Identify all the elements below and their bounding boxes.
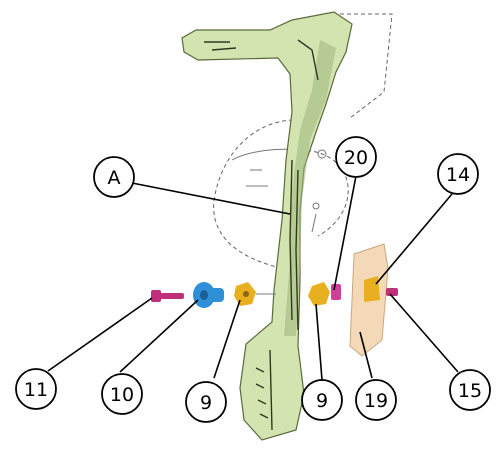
callout-11: 11: [15, 368, 57, 410]
callout-9-left: 9: [185, 381, 227, 423]
callout-20: 20: [335, 136, 377, 178]
callout-9-right-label: 9: [316, 390, 328, 412]
callout-15: 15: [449, 369, 491, 411]
bracket-a: [181, 11, 353, 441]
callout-A: A: [93, 156, 135, 198]
callout-14-label: 14: [446, 164, 470, 186]
callout-9-left-label: 9: [200, 392, 212, 414]
callout-10: 10: [101, 373, 143, 415]
callout-19: 19: [355, 379, 397, 421]
leader-lines: [47, 175, 459, 381]
part-plate-19: [349, 243, 389, 357]
part-washer-10: [193, 282, 224, 308]
callout-19-label: 19: [364, 390, 388, 412]
callout-10-label: 10: [110, 384, 134, 406]
callout-20-label: 20: [344, 147, 368, 169]
callout-9-right: 9: [301, 379, 343, 421]
part-nut-9-right: [308, 282, 330, 306]
callout-A-label: A: [108, 167, 121, 189]
part-spacer-20: [331, 284, 341, 300]
callout-15-label: 15: [458, 380, 482, 402]
callout-14: 14: [437, 153, 479, 195]
part-nut-9-left: [234, 282, 256, 306]
callout-11-label: 11: [24, 379, 48, 401]
part-bolt-11: [151, 290, 184, 302]
part-screw-15: [386, 288, 398, 296]
